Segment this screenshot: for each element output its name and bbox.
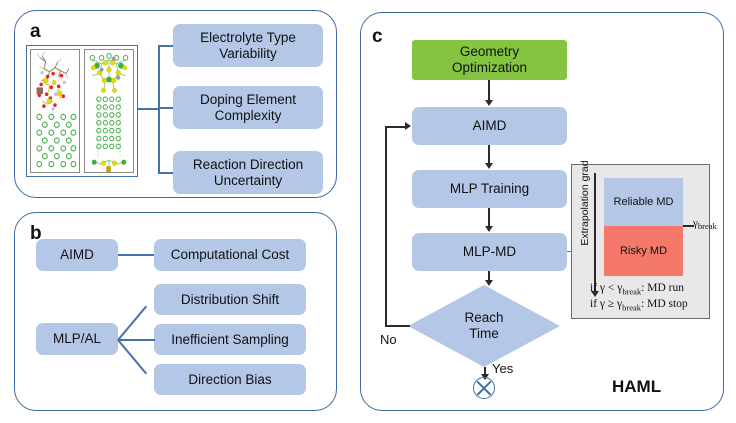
source-box-aimd[interactable]: AIMD — [36, 239, 118, 271]
challenge-label: Electrolyte Type Variability — [200, 29, 296, 61]
flow-terminator-circled-x-icon — [473, 377, 495, 399]
connector-a-spine — [158, 45, 160, 173]
doped-crystal-structure — [84, 49, 134, 173]
challenge-label: Doping Element Complexity — [199, 91, 297, 123]
issue-box-direction-bias[interactable]: Direction Bias — [154, 364, 306, 395]
panel-c-title-haml: HAML — [612, 377, 662, 396]
loop-no-segment-return — [385, 126, 407, 128]
band-label: Reliable MD — [613, 196, 674, 208]
axis-arrowhead-icon — [591, 291, 599, 297]
connector-a-branch-1 — [158, 45, 174, 47]
loop-no-segment-horizontal — [385, 325, 410, 327]
extrapolation-inset: Extrapolation grad Reliable MD Risky MD … — [571, 160, 717, 319]
edge-label-yes: Yes — [492, 361, 514, 376]
gamma-break-tick — [683, 225, 694, 227]
extrapolation-axis-label: Extrapolation grad — [579, 160, 591, 246]
connector-b-fan-middle — [118, 339, 155, 341]
flow-node-geometry-optimization[interactable]: Geometry Optimization — [412, 40, 567, 80]
flow-decision-reach-time[interactable]: Reach Time — [408, 285, 560, 367]
band-label: Risky MD — [619, 245, 668, 257]
arrowhead-icon — [485, 226, 493, 232]
issue-label: Inefficient Sampling — [171, 331, 289, 347]
source-label: AIMD — [60, 247, 94, 263]
connector-a-branch-3 — [158, 172, 174, 174]
panel-a-label: a — [30, 21, 41, 42]
arrow-aimd-to-mlp-training — [488, 145, 490, 165]
challenge-box-electrolyte-type-variability[interactable]: Electrolyte Type Variability — [173, 24, 323, 67]
gamma-break-label: γbreak — [693, 217, 717, 232]
issue-label: Distribution Shift — [180, 291, 280, 307]
band-reliable-md: Reliable MD — [604, 178, 683, 226]
source-box-mlp-al[interactable]: MLP/AL — [36, 323, 118, 355]
challenge-label: Reaction Direction Uncertainty — [192, 156, 304, 188]
decision-label: Reach Time — [464, 310, 504, 341]
condition-md-stop: if γ ≥ γbreak: MD stop — [590, 298, 688, 313]
flow-node-aimd[interactable]: AIMD — [412, 107, 567, 145]
flow-node-label: MLP Training — [449, 181, 530, 197]
arrowhead-icon — [485, 163, 493, 169]
issue-label: Computational Cost — [170, 247, 290, 263]
connector-a-branch-2 — [158, 107, 174, 109]
challenge-box-doping-element-complexity[interactable]: Doping Element Complexity — [173, 86, 323, 129]
edge-label-no: No — [380, 332, 397, 347]
extrapolation-axis — [594, 173, 596, 293]
panel-b-label: b — [30, 223, 42, 244]
band-risky-md: Risky MD — [604, 226, 683, 276]
flow-node-label: AIMD — [472, 118, 507, 134]
arrow-mlp-md-to-decision — [488, 271, 490, 283]
flow-node-label: Geometry Optimization — [451, 44, 528, 75]
connector-a-stem — [138, 108, 160, 110]
connector-b-aimd-cost — [118, 254, 155, 256]
arrowhead-icon — [485, 280, 493, 286]
flow-node-mlp-md[interactable]: MLP-MD — [412, 233, 567, 271]
issue-box-inefficient-sampling[interactable]: Inefficient Sampling — [154, 324, 306, 355]
arrow-decision-to-terminator — [484, 367, 486, 379]
arrowhead-icon — [485, 100, 493, 106]
arrow-mlp-training-to-mlp-md — [488, 208, 490, 228]
issue-label: Direction Bias — [188, 371, 272, 387]
issue-box-distribution-shift[interactable]: Distribution Shift — [154, 284, 306, 315]
source-label: MLP/AL — [52, 331, 102, 347]
flow-node-mlp-training[interactable]: MLP Training — [412, 170, 567, 208]
issue-box-computational-cost[interactable]: Computational Cost — [154, 239, 306, 271]
arrow-geometry-to-aimd — [488, 80, 490, 102]
arrowhead-icon — [405, 122, 411, 130]
condition-md-run: if γ < γbreak: MD run — [590, 282, 685, 297]
electrolyte-molecular-structure — [30, 49, 80, 173]
flow-node-label: MLP-MD — [462, 244, 517, 260]
loop-no-segment-vertical — [385, 126, 387, 326]
panel-c-label: c — [372, 26, 383, 47]
structure-images-frame — [26, 45, 138, 177]
challenge-box-reaction-direction-uncertainty[interactable]: Reaction Direction Uncertainty — [173, 151, 323, 194]
